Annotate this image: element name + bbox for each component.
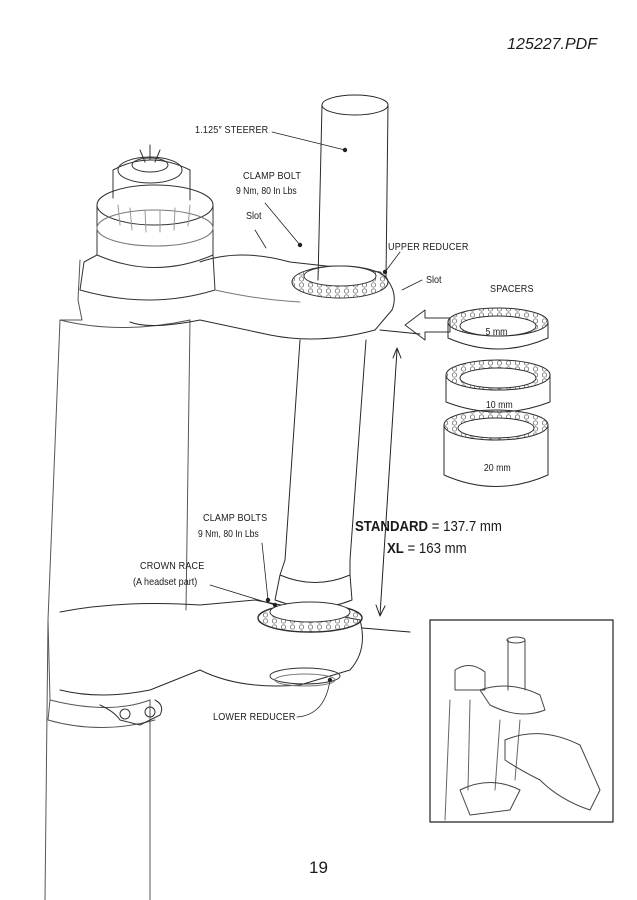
standard-value: = 137.7 mm — [431, 518, 502, 535]
spacer-20mm-label: 20 mm — [483, 463, 511, 474]
spacer-10mm — [445, 359, 551, 413]
lower-reducer-label: LOWER REDUCER — [213, 711, 296, 723]
spacers-label: SPACERS — [490, 283, 534, 295]
clamp-bolts-label: CLAMP BOLTS — [203, 512, 268, 524]
crown-race-note: (A headset part) — [133, 576, 198, 588]
dimension-arrow — [361, 329, 421, 633]
steerer-tube — [274, 94, 389, 608]
standard-dimension: STANDARD = 137.7 mm — [355, 518, 502, 536]
document-id: 125227.PDF — [507, 36, 597, 53]
leader-lines — [209, 131, 423, 718]
crown-race-label: CROWN RACE — [140, 560, 205, 572]
slot-left-label: Slot — [246, 210, 262, 222]
upper-reducer-label: UPPER REDUCER — [388, 241, 469, 253]
page-number: 19 — [309, 858, 328, 877]
left-fork-leg — [44, 259, 191, 900]
xl-dimension: XL = 163 mm — [387, 540, 467, 558]
inset-illustration — [429, 619, 614, 823]
clamp-bolt-label: CLAMP BOLT — [243, 170, 302, 182]
xl-label: XL — [387, 540, 404, 557]
spacer-20mm — [443, 409, 549, 487]
spacer-10mm-label: 10 mm — [485, 400, 513, 411]
steerer-label: 1.125″ STEERER — [195, 124, 269, 136]
spacer-5mm-label: 5 mm — [485, 327, 508, 338]
slot-right-label: Slot — [426, 274, 442, 286]
spacer-5mm — [447, 307, 549, 350]
insert-arrow — [404, 309, 451, 341]
upper-crown — [129, 254, 395, 340]
clamp-bolts-torque: 9 Nm, 80 In Lbs — [198, 529, 259, 540]
top-cap — [79, 144, 216, 301]
clamp-bolt-torque: 9 Nm, 80 In Lbs — [236, 186, 297, 197]
standard-label: STANDARD — [355, 518, 429, 535]
lower-crown — [59, 599, 363, 726]
xl-value: = 163 mm — [407, 540, 467, 557]
